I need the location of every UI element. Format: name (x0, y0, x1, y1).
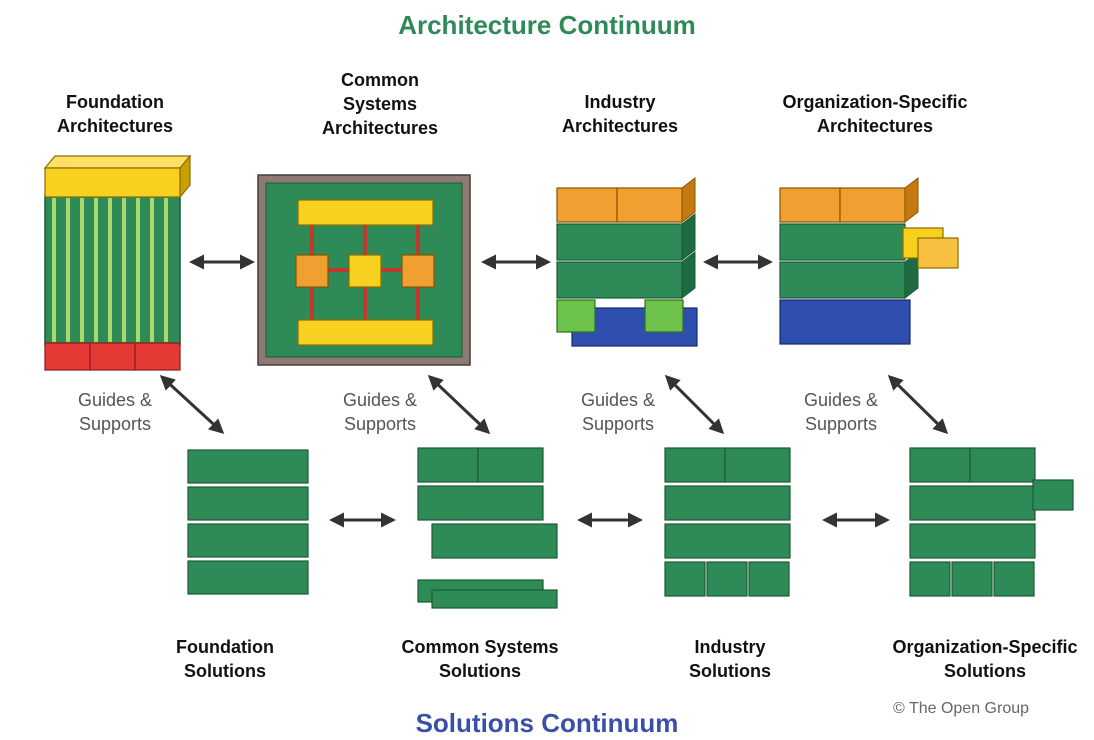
arrow-guides-4 (887, 374, 949, 435)
organization-specific-architecture-graphic (779, 176, 959, 345)
arrow-guides-2 (427, 374, 491, 435)
industry-solutions-graphic (664, 447, 791, 597)
arrow-guides-3 (664, 374, 725, 435)
foundation-solutions-graphic (187, 449, 309, 595)
solutions-continuum-title: Solutions Continuum (415, 708, 679, 738)
guides-supports-label-4: Guides &Supports (803, 390, 879, 434)
architecture-continuum-title: Architecture Continuum (398, 10, 696, 40)
arrow-guides-1 (159, 374, 225, 435)
organization-specific-solutions-graphic (909, 447, 1074, 597)
guides-supports-label-1: Guides &Supports (77, 390, 153, 434)
foundation-architecture-graphic (43, 154, 192, 371)
common-systems-solutions-graphic (417, 447, 558, 609)
copyright-text: © The Open Group (893, 700, 1030, 717)
industry-architecture-graphic (556, 176, 698, 347)
common-systems-architecture-graphic (257, 174, 471, 366)
guides-supports-label-3: Guides &Supports (580, 390, 656, 434)
guides-supports-label-2: Guides &Supports (342, 390, 418, 434)
